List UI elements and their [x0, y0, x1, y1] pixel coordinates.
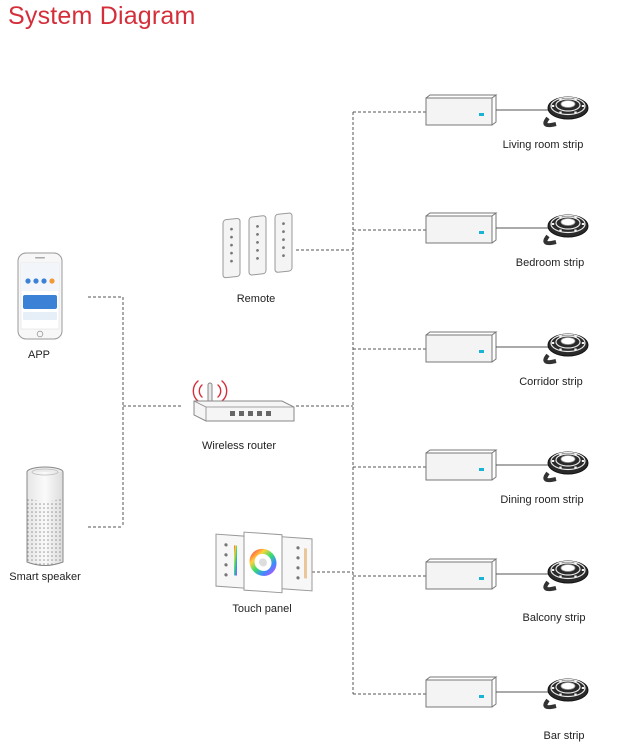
smartphone-icon	[17, 252, 63, 340]
strip-label-bar: Bar strip	[543, 730, 585, 742]
controller-icon	[425, 676, 498, 708]
strip-unit-dining-room	[425, 449, 589, 483]
strip-unit-bar	[425, 676, 589, 710]
led-strip-icon	[543, 560, 589, 592]
controller-icon	[425, 558, 498, 590]
led-strip-icon	[543, 678, 589, 710]
strip-label-corridor: Corridor strip	[519, 376, 583, 388]
strip-label-dining-room: Dining room strip	[500, 494, 584, 506]
led-strip-icon	[543, 96, 589, 128]
controller-icon	[425, 331, 498, 363]
app-label: APP	[27, 349, 51, 361]
touch-panel-icon	[215, 531, 313, 594]
strip-units	[425, 94, 589, 710]
strip-unit-balcony	[425, 558, 589, 592]
controller-icon	[425, 212, 498, 244]
led-strip-icon	[543, 333, 589, 365]
led-strip-icon	[543, 214, 589, 246]
strip-label-living-room: Living room strip	[502, 139, 584, 151]
wireless-router-icon	[192, 380, 295, 422]
page-title: System Diagram	[8, 2, 196, 30]
strip-label-balcony: Balcony strip	[522, 612, 586, 624]
strip-unit-corridor	[425, 331, 589, 365]
wireless-router-label: Wireless router	[202, 440, 276, 452]
remote-label: Remote	[236, 293, 276, 305]
strip-unit-living-room	[425, 94, 589, 128]
strip-label-bedroom: Bedroom strip	[515, 257, 585, 269]
touch-panel-label: Touch panel	[232, 603, 292, 615]
connection-lines	[88, 111, 426, 695]
controller-icon	[425, 94, 498, 126]
led-strip-icon	[543, 451, 589, 483]
controller-icon	[425, 449, 498, 481]
strip-unit-bedroom	[425, 212, 589, 246]
smart-speaker-icon	[26, 466, 64, 566]
remote-icon	[222, 212, 293, 279]
smart-speaker-label: Smart speaker	[9, 571, 81, 583]
